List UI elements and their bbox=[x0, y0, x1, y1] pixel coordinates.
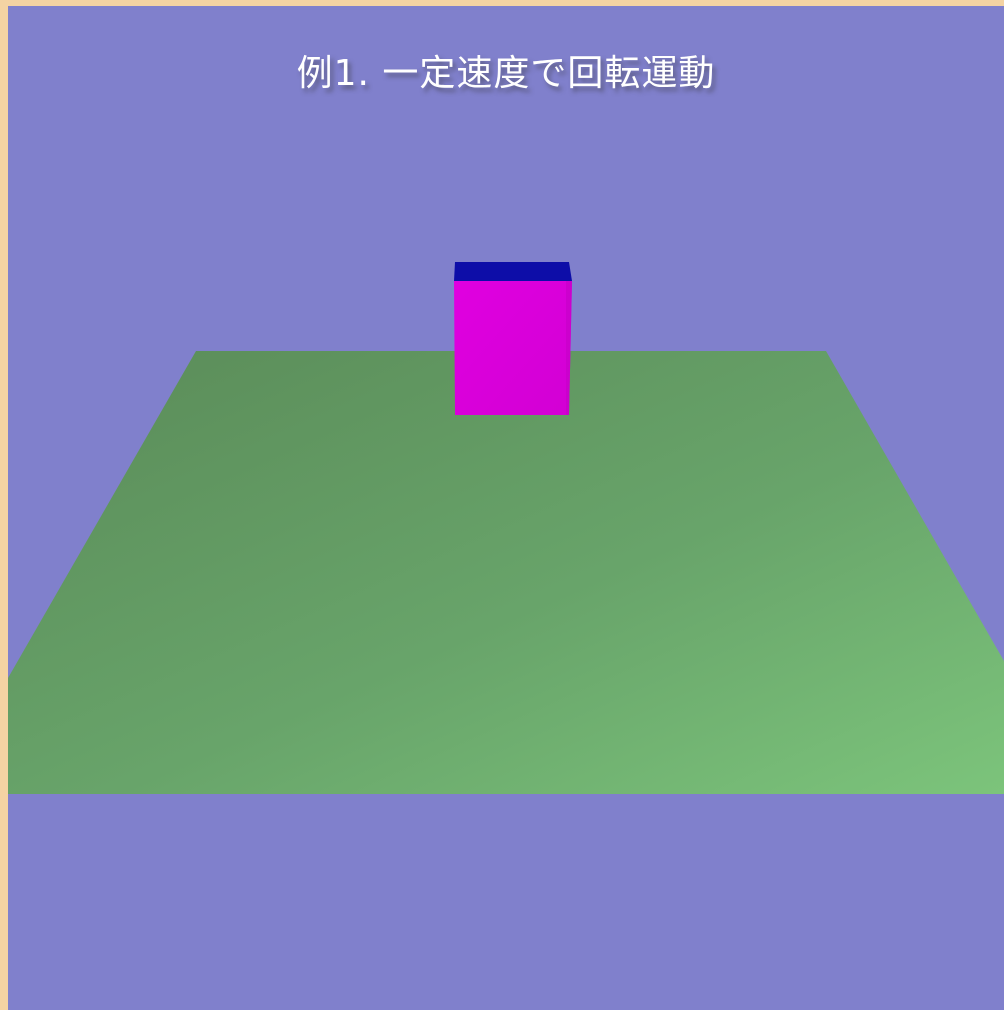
box-top-face bbox=[454, 262, 572, 281]
box-front-face bbox=[454, 281, 572, 415]
scene-title: 例1. 一定速度で回転運動 bbox=[296, 53, 716, 94]
ground-plane bbox=[8, 351, 1004, 794]
scene-canvas bbox=[8, 262, 1004, 794]
box-side-edge bbox=[566, 281, 572, 415]
3d-viewport[interactable]: 例1. 一定速度で回転運動 bbox=[8, 6, 1004, 1010]
